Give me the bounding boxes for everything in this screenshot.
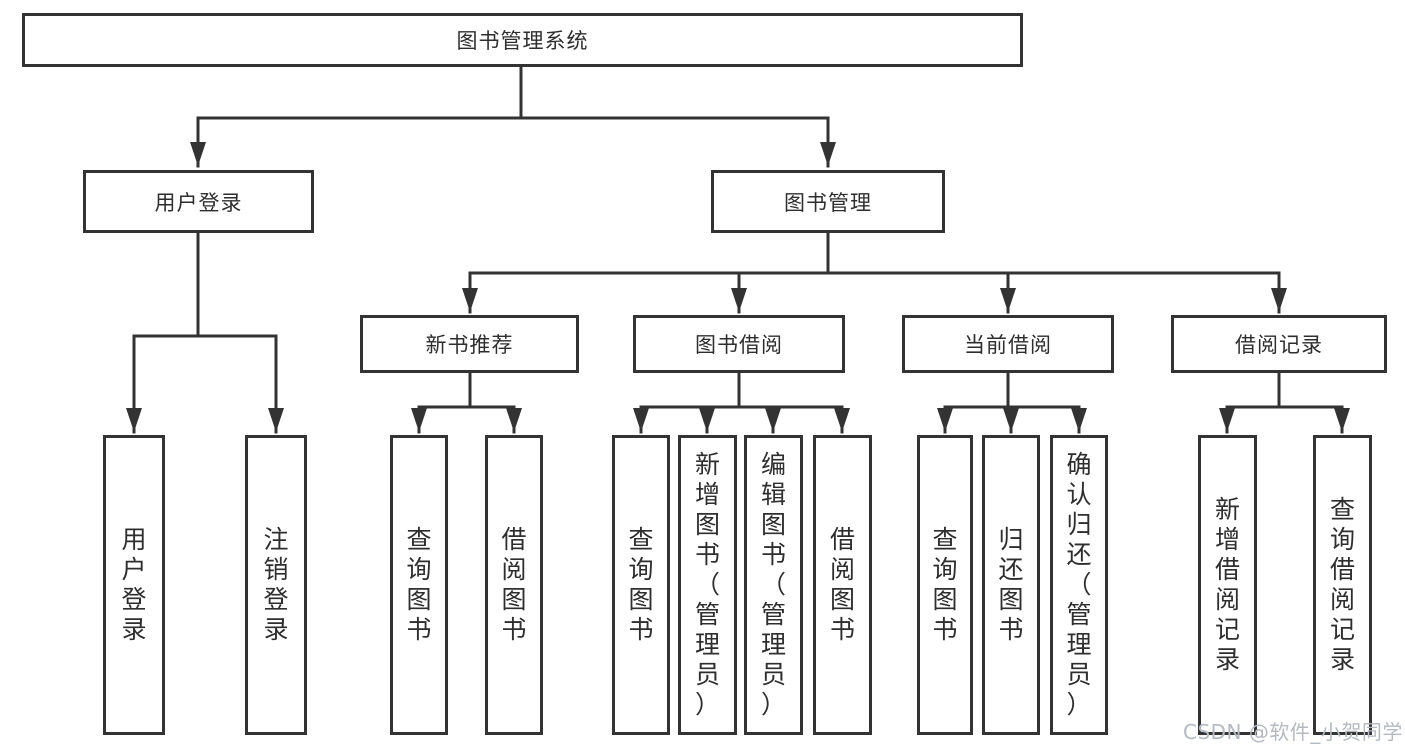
node-borrow-records: 借阅记录 <box>1171 315 1387 373</box>
leaf-query-books-3-label: 查询图书 <box>932 525 958 644</box>
leaf-borrow-books-1: 借阅图书 <box>485 435 543 735</box>
leaf-query-borrow-record-label: 查询借阅记录 <box>1329 495 1355 674</box>
leaf-confirm-return-admin: 确认归还（管理员） <box>1050 435 1108 735</box>
node-new-books: 新书推荐 <box>360 315 579 373</box>
node-borrow-records-label: 借阅记录 <box>1235 333 1323 357</box>
leaf-query-books-2-label: 查询图书 <box>628 525 654 644</box>
leaf-query-books-2: 查询图书 <box>612 435 670 735</box>
connectors-current-borrow <box>937 371 1087 434</box>
leaf-add-books-admin-label: 新增图书（管理员） <box>694 450 720 719</box>
leaf-borrow-books-2-label: 借阅图书 <box>829 525 855 644</box>
leaf-add-borrow-record: 新增借阅记录 <box>1198 435 1257 735</box>
leaf-user-login: 用户登录 <box>103 435 165 735</box>
node-new-books-label: 新书推荐 <box>425 333 514 357</box>
node-current-borrow-label: 当前借阅 <box>964 333 1052 357</box>
leaf-user-login-label: 用户登录 <box>121 525 147 644</box>
node-current-borrow: 当前借阅 <box>902 315 1114 373</box>
connectors-book-management <box>462 231 1287 314</box>
node-user-login: 用户登录 <box>83 170 314 233</box>
leaf-query-books-1: 查询图书 <box>390 435 448 735</box>
leaf-edit-books-admin: 编辑图书（管理员） <box>744 435 803 735</box>
leaf-borrow-books-1-label: 借阅图书 <box>501 525 527 644</box>
leaf-return-books-label: 归还图书 <box>998 525 1024 644</box>
leaf-return-books: 归还图书 <box>982 435 1040 735</box>
leaf-borrow-books-2: 借阅图书 <box>813 435 872 735</box>
leaf-logout: 注销登录 <box>245 435 307 735</box>
leaf-logout-label: 注销登录 <box>263 525 289 644</box>
node-book-borrow: 图书借阅 <box>633 315 845 373</box>
leaf-query-books-1-label: 查询图书 <box>406 525 432 644</box>
node-root: 图书管理系统 <box>22 13 1023 67</box>
node-book-management: 图书管理 <box>711 170 945 233</box>
node-book-management-label: 图书管理 <box>784 190 872 215</box>
connectors-user-login <box>126 231 284 434</box>
connectors-root-to-level2 <box>190 65 836 168</box>
connectors-borrow-records <box>1219 371 1350 434</box>
node-user-login-label: 用户登录 <box>154 190 243 215</box>
watermark: CSDN @软件_小贺同学 <box>1183 720 1403 744</box>
connectors-book-borrow <box>633 371 850 434</box>
leaf-query-books-3: 查询图书 <box>917 435 973 735</box>
leaf-edit-books-admin-label: 编辑图书（管理员） <box>760 450 786 719</box>
leaf-confirm-return-admin-label: 确认归还（管理员） <box>1066 450 1092 719</box>
node-book-borrow-label: 图书借阅 <box>695 333 783 357</box>
leaf-add-borrow-record-label: 新增借阅记录 <box>1214 495 1240 674</box>
node-root-label: 图书管理系统 <box>456 29 589 53</box>
connectors-new-books <box>411 371 522 434</box>
leaf-add-books-admin: 新增图书（管理员） <box>678 435 737 735</box>
leaf-query-borrow-record: 查询借阅记录 <box>1313 435 1372 735</box>
